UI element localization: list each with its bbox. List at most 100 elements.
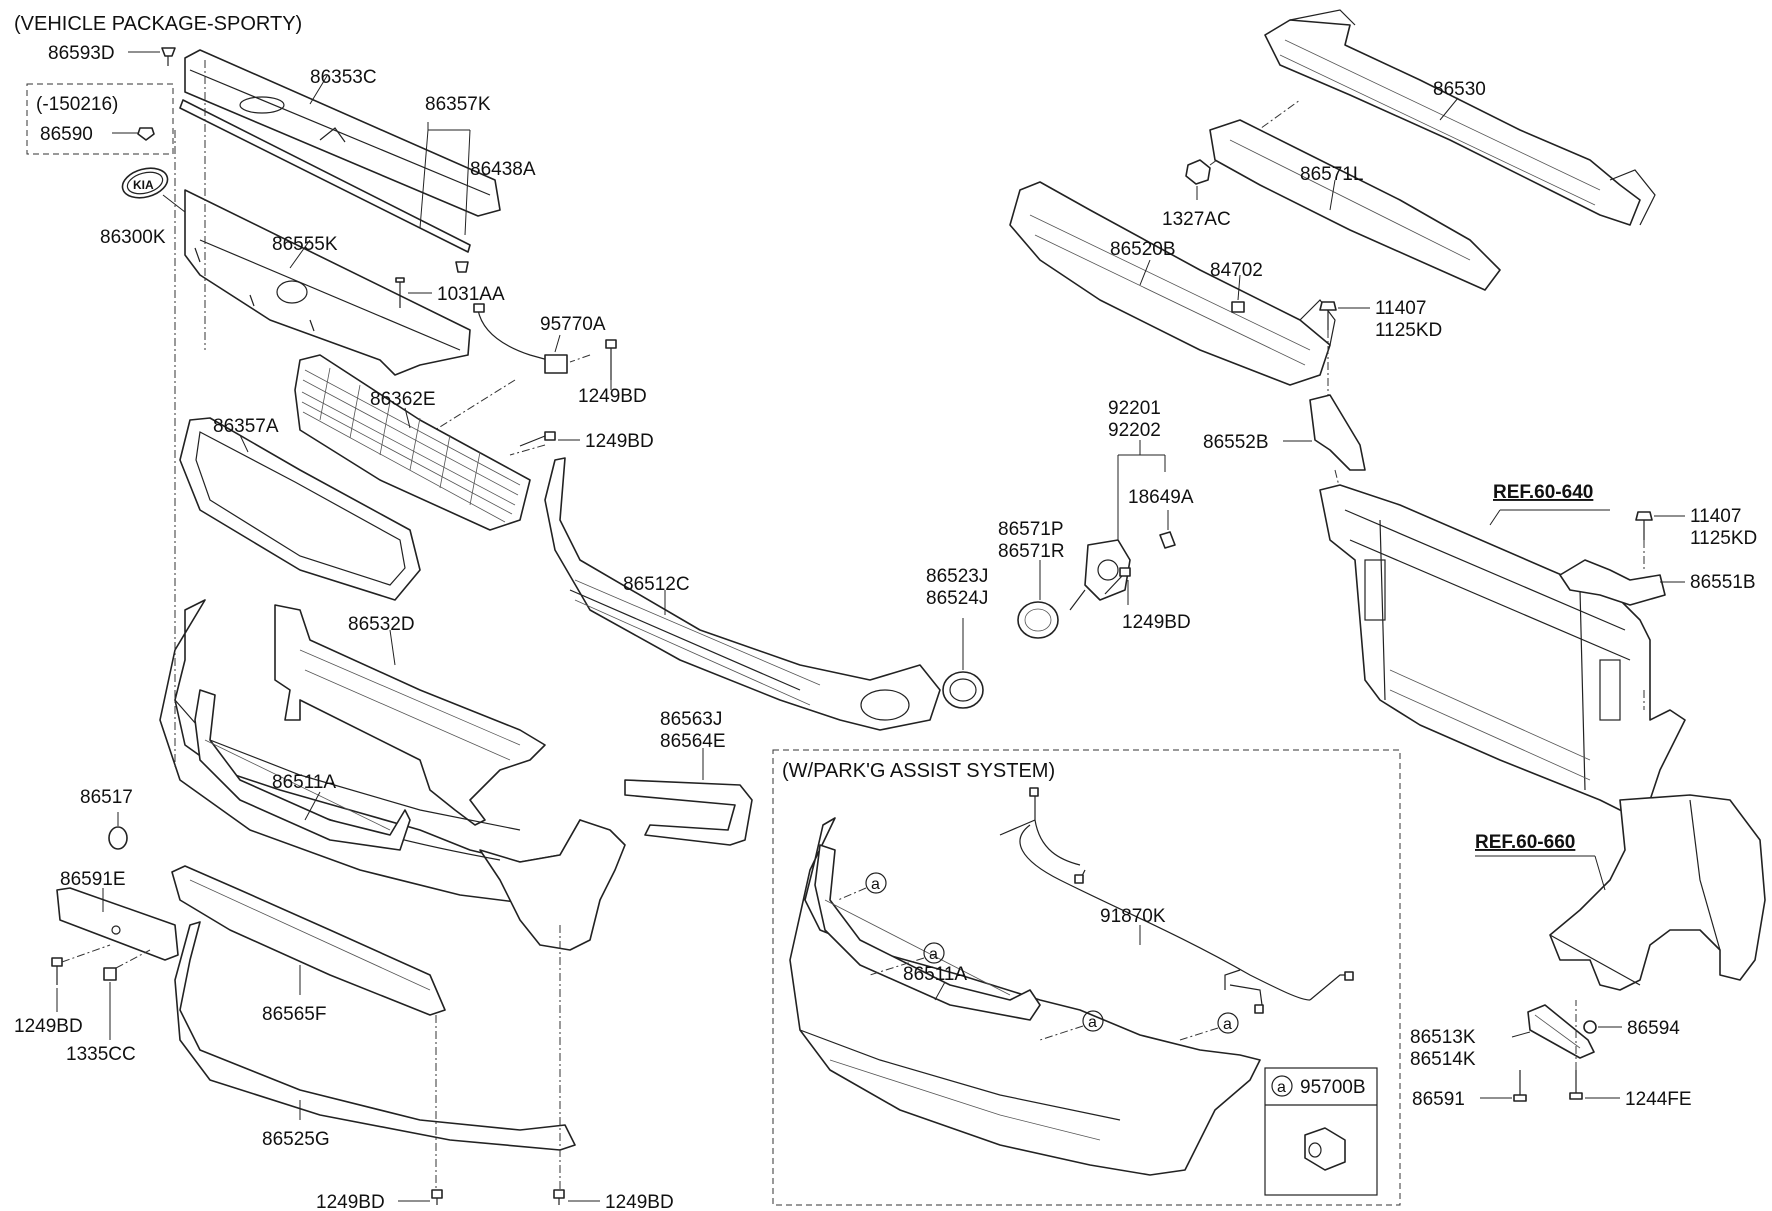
bolt-1249BD-icon xyxy=(431,1189,443,1205)
svg-text:a: a xyxy=(1088,1014,1097,1031)
fog-lamp-bezel-86563J xyxy=(624,779,753,846)
grille-moulding-86357K xyxy=(179,99,471,253)
label-86353C: 86353C xyxy=(310,67,377,88)
label-1249BD-f: 1249BD xyxy=(1122,612,1191,633)
clip-1335CC-icon xyxy=(103,967,117,981)
bolt-1249BD-icon xyxy=(553,1189,565,1205)
label-86511A-b: 86511A xyxy=(903,964,967,985)
callout-a: a xyxy=(1217,1012,1239,1034)
callout-a: a xyxy=(923,942,945,964)
label-1327AC: 1327AC xyxy=(1162,209,1231,230)
label-1249BD-b: 1249BD xyxy=(585,431,654,452)
fog-lamp-86571P-icon xyxy=(1017,601,1059,639)
label-86524J: 86524J xyxy=(926,588,988,609)
nut-1327AC-icon xyxy=(1185,159,1211,185)
radiator-support-ref-60-640 xyxy=(1319,484,1686,816)
svg-text:a: a xyxy=(871,876,880,893)
grille-surround-86357A xyxy=(179,417,421,601)
label-86513K: 86513K xyxy=(1410,1027,1476,1048)
clip-86590-icon xyxy=(137,127,155,141)
label-86590: 86590 xyxy=(40,124,93,145)
label-86357A: 86357A xyxy=(213,416,279,437)
label-1244FE: 1244FE xyxy=(1625,1089,1692,1110)
lower-grille-86512C xyxy=(544,457,941,731)
label-86551B: 86551B xyxy=(1690,572,1756,593)
bumper-beam-86530 xyxy=(1264,9,1656,226)
side-bracket-86513K xyxy=(1527,1004,1595,1059)
label-86362E: 86362E xyxy=(370,389,436,410)
grille-frame-86555K xyxy=(184,189,471,376)
label-86571L: 86571L xyxy=(1300,164,1363,185)
label-84702: 84702 xyxy=(1210,260,1263,281)
clip-86593D-icon xyxy=(161,47,176,66)
svg-text:a: a xyxy=(929,946,938,963)
label-1125KD-a: 1125KD xyxy=(1375,320,1442,341)
label-95700B: 95700B xyxy=(1300,1077,1366,1098)
callout-a: a xyxy=(1271,1075,1293,1097)
label-plate-84702-icon xyxy=(1231,301,1245,313)
callout-a: a xyxy=(865,872,887,894)
upper-grille-cover-86353C xyxy=(184,49,501,217)
label-86530: 86530 xyxy=(1433,79,1486,100)
label-86517: 86517 xyxy=(80,787,133,808)
svg-text:a: a xyxy=(1277,1079,1286,1096)
ref-60-660: REF.60-660 xyxy=(1475,832,1575,853)
park-assist-header: (W/PARK'G ASSIST SYSTEM) xyxy=(782,760,1055,782)
emblem-mark: KIA xyxy=(133,178,154,192)
screw-1031AA-icon xyxy=(395,277,405,308)
label-91870K: 91870K xyxy=(1100,906,1166,927)
label-86594: 86594 xyxy=(1627,1018,1680,1039)
label-1031AA: 1031AA xyxy=(437,284,505,305)
camera-harness-95770A xyxy=(473,303,568,374)
label-86564E: 86564E xyxy=(660,731,726,752)
label-18649A: 18649A xyxy=(1128,487,1194,508)
fender-ref-60-660 xyxy=(1549,794,1766,991)
alignment-line xyxy=(509,444,546,456)
skid-plate-86525G xyxy=(174,921,576,1151)
bulb-18649A-icon xyxy=(1159,531,1176,549)
label-86552B: 86552B xyxy=(1203,432,1269,453)
label-11407-b: 11407 xyxy=(1690,506,1741,527)
label-92202: 92202 xyxy=(1108,420,1161,441)
label-86565F: 86565F xyxy=(262,1004,326,1025)
label-1249BD-d: 1249BD xyxy=(316,1192,385,1211)
bolt-1249BD-icon xyxy=(1104,567,1131,595)
bolt-1249BD-icon xyxy=(51,957,63,985)
bracket-86551B xyxy=(1559,559,1666,606)
label-86555K: 86555K xyxy=(272,234,338,255)
clip-86594-icon xyxy=(1583,1020,1597,1034)
label-86300K: 86300K xyxy=(100,227,166,248)
label-86593D: 86593D xyxy=(48,43,115,64)
bolt-1249BD-icon xyxy=(605,339,617,380)
clip-86438A-icon xyxy=(455,261,469,273)
date-note-box xyxy=(26,83,174,155)
fog-lamp-cover-86523J-icon xyxy=(942,671,984,709)
tow-hook-cap-86517-icon xyxy=(108,826,128,850)
label-1335CC: 1335CC xyxy=(66,1044,136,1065)
sensor-harness-91870K xyxy=(999,787,1354,1014)
date-note-label: (-150216) xyxy=(36,94,118,115)
parking-sensor-icon xyxy=(1304,1127,1346,1171)
alignment-line xyxy=(434,379,516,431)
license-bracket-86591E xyxy=(56,887,179,961)
bumper-reinforcement-86511A-b xyxy=(814,844,1041,1021)
bolt-11407-icon xyxy=(1319,301,1337,330)
kia-emblem-86300K: KIA xyxy=(121,167,169,199)
label-86514K: 86514K xyxy=(1410,1049,1476,1070)
label-86438A: 86438A xyxy=(470,159,536,180)
label-86571P: 86571P xyxy=(998,519,1064,540)
bolt-11407-icon xyxy=(1635,511,1653,540)
label-86525G: 86525G xyxy=(262,1129,330,1150)
label-86357K: 86357K xyxy=(425,94,491,115)
label-86571R: 86571R xyxy=(998,541,1065,562)
vehicle-package-header: (VEHICLE PACKAGE-SPORTY) xyxy=(14,13,302,35)
label-86591E: 86591E xyxy=(60,869,126,890)
label-1249BD-c: 1249BD xyxy=(14,1016,83,1037)
label-86520B: 86520B xyxy=(1110,239,1176,260)
label-86523J: 86523J xyxy=(926,566,988,587)
foam-absorber-86520B xyxy=(1009,181,1336,386)
energy-absorber-86571L xyxy=(1209,119,1501,291)
label-86591: 86591 xyxy=(1412,1089,1465,1110)
callout-a: a xyxy=(1082,1010,1104,1032)
